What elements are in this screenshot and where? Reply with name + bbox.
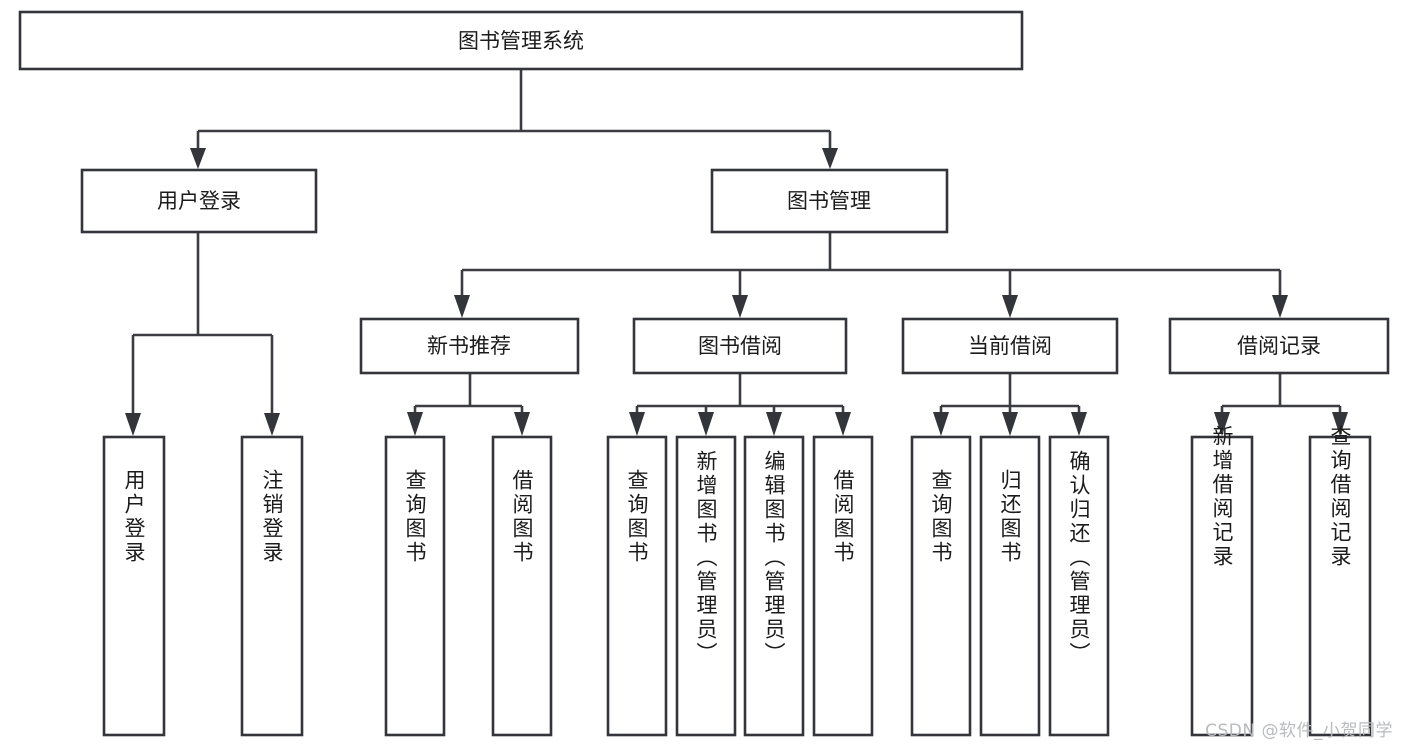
arrow-to-leaf-bb-2 xyxy=(698,412,714,436)
leaf-logout[interactable]: 注销登录 xyxy=(240,435,304,737)
leaf-user-login-box[interactable] xyxy=(102,435,166,737)
leaf-cb-return-book-box[interactable] xyxy=(979,435,1041,737)
node-user-login[interactable]: 用户登录 xyxy=(80,168,318,234)
leaf-bb-query-book-label: 查询图书 xyxy=(625,469,649,565)
leaf-bb-borrow-book-label: 借阅图书 xyxy=(831,469,855,565)
node-book-borrow[interactable]: 图书借阅 xyxy=(632,317,848,375)
leaf-bb-query-book[interactable]: 查询图书 xyxy=(606,435,668,737)
leaf-cb-confirm-return-label: 确认归还（管理员） xyxy=(1067,450,1091,666)
node-book-borrow-box[interactable] xyxy=(632,317,848,375)
leaf-br-query-record-label: 查询借阅记录 xyxy=(1328,425,1352,569)
arrow-to-leaf-nbr-1 xyxy=(407,412,423,436)
leaf-bb-borrow-book[interactable]: 借阅图书 xyxy=(812,435,874,737)
node-new-book-recommend-box[interactable] xyxy=(359,317,580,375)
leaf-cb-return-book[interactable]: 归还图书 xyxy=(979,435,1041,737)
arrow-to-leaf-cb-2 xyxy=(1002,412,1018,436)
leaf-logout-label: 注销登录 xyxy=(260,469,284,565)
node-borrow-record[interactable]: 借阅记录 xyxy=(1168,317,1390,375)
node-current-borrow-label: 当前借阅 xyxy=(968,334,1052,358)
leaf-cb-confirm-return-box[interactable] xyxy=(1048,435,1110,737)
node-new-book-recommend[interactable]: 新书推荐 xyxy=(359,317,580,375)
arrow-to-user-login xyxy=(190,148,206,169)
leaf-br-add-record-box[interactable] xyxy=(1190,435,1254,737)
leaf-cb-query-book-label: 查询图书 xyxy=(929,469,953,565)
node-new-book-recommend-label: 新书推荐 xyxy=(427,334,511,358)
leaf-bb-edit-book[interactable]: 编辑图书（管理员） xyxy=(743,435,805,737)
arrow-to-leaf-logout xyxy=(264,413,280,436)
node-root-system[interactable]: 图书管理系统 xyxy=(18,10,1024,71)
leaf-bb-borrow-book-box[interactable] xyxy=(812,435,874,737)
leaf-bb-add-book-label: 新增图书（管理员） xyxy=(694,450,718,666)
node-current-borrow-box[interactable] xyxy=(901,317,1119,375)
leaf-user-login-label: 用户登录 xyxy=(122,469,146,565)
node-borrow-record-label: 借阅记录 xyxy=(1237,334,1321,358)
leaf-cb-confirm-return[interactable]: 确认归还（管理员） xyxy=(1048,435,1110,737)
arrow-to-leaf-nbr-2 xyxy=(514,412,530,436)
leaf-bb-add-book[interactable]: 新增图书（管理员） xyxy=(675,435,737,737)
leaf-bb-add-book-box[interactable] xyxy=(675,435,737,737)
arrow-to-leaf-br-2 xyxy=(1332,412,1348,436)
arrow-to-leaf-user-login xyxy=(125,413,141,436)
node-borrow-record-box[interactable] xyxy=(1168,317,1390,375)
node-user-login-label: 用户登录 xyxy=(157,189,241,213)
arrow-to-book-borrow xyxy=(732,295,748,318)
arrow-to-leaf-cb-1 xyxy=(933,412,949,436)
arrow-to-new-book-recommend xyxy=(454,295,470,318)
leaf-nbr-query-book[interactable]: 查询图书 xyxy=(384,435,446,737)
leaf-cb-return-book-label: 归还图书 xyxy=(998,469,1022,565)
leaf-nbr-query-book-label: 查询图书 xyxy=(403,469,427,565)
arrow-to-leaf-bb-1 xyxy=(629,412,645,436)
node-user-login-box[interactable] xyxy=(80,168,318,234)
arrow-to-leaf-br-1 xyxy=(1214,412,1230,436)
leaf-bb-edit-book-label: 编辑图书（管理员） xyxy=(762,450,786,666)
leaf-nbr-borrow-book[interactable]: 借阅图书 xyxy=(491,435,553,737)
arrow-to-book-manage xyxy=(822,148,838,169)
node-book-borrow-label: 图书借阅 xyxy=(698,334,782,358)
node-book-manage-box[interactable] xyxy=(710,168,949,234)
leaf-nbr-borrow-book-box[interactable] xyxy=(491,435,553,737)
node-current-borrow[interactable]: 当前借阅 xyxy=(901,317,1119,375)
arrow-to-leaf-bb-4 xyxy=(835,412,851,436)
arrow-to-leaf-cb-3 xyxy=(1071,412,1087,436)
connector-layer xyxy=(125,69,1348,436)
node-book-manage[interactable]: 图书管理 xyxy=(710,168,949,234)
leaf-nbr-borrow-book-label: 借阅图书 xyxy=(510,469,534,565)
arrow-to-current-borrow xyxy=(1002,295,1018,318)
leaf-bb-query-book-box[interactable] xyxy=(606,435,668,737)
arrow-to-borrow-record xyxy=(1272,295,1288,318)
leaf-cb-query-book-box[interactable] xyxy=(910,435,972,737)
arrow-to-leaf-bb-3 xyxy=(766,412,782,436)
node-root-box[interactable] xyxy=(18,10,1024,71)
node-book-manage-label: 图书管理 xyxy=(787,189,871,213)
leaf-br-query-record-box[interactable] xyxy=(1308,435,1372,737)
node-root-label: 图书管理系统 xyxy=(458,29,584,53)
leaf-br-add-record-label: 新增借阅记录 xyxy=(1210,425,1234,569)
leaf-logout-box[interactable] xyxy=(240,435,304,737)
leaf-user-login[interactable]: 用户登录 xyxy=(102,435,166,737)
leaf-bb-edit-book-box[interactable] xyxy=(743,435,805,737)
leaf-cb-query-book[interactable]: 查询图书 xyxy=(910,435,972,737)
leaf-br-query-record[interactable]: 查询借阅记录 xyxy=(1308,425,1372,737)
leaf-br-add-record[interactable]: 新增借阅记录 xyxy=(1190,425,1254,737)
leaf-nbr-query-book-box[interactable] xyxy=(384,435,446,737)
